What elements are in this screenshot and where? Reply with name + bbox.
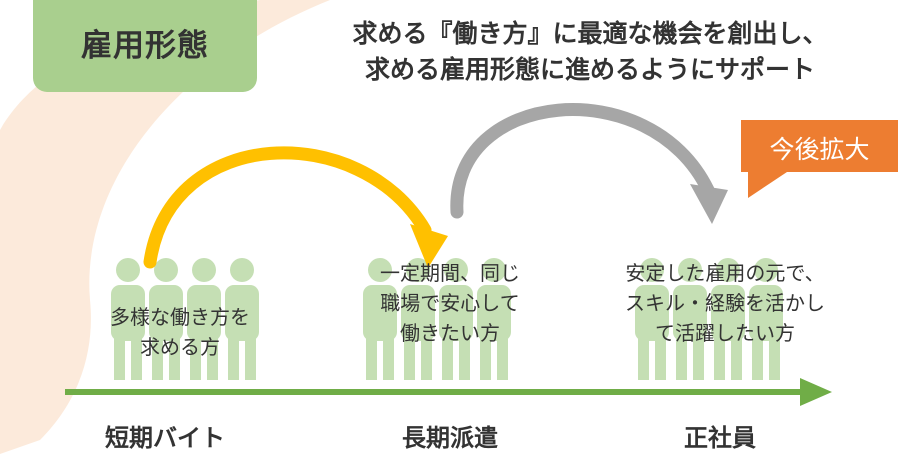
title-box <box>33 0 257 92</box>
person-icon <box>477 258 511 380</box>
arc-long-to-full-head <box>690 184 728 224</box>
description-full: 安定した雇用の元で、 スキル・経験を活かし て活躍したい方 <box>590 258 860 348</box>
person-icon <box>635 258 669 380</box>
category-short-term: 短期バイト <box>105 424 225 452</box>
arc-long-to-full <box>450 103 715 219</box>
description-long: 一定期間、同じ 職場で安心して 働きたい方 <box>340 258 560 348</box>
expansion-badge-tail <box>748 170 790 198</box>
person-icon <box>749 258 783 380</box>
person-icon <box>225 258 259 380</box>
description-line: 働きたい方 <box>400 321 500 345</box>
description-short: 多様な働き方を 求める方 <box>70 302 290 362</box>
person-icon <box>187 258 221 380</box>
person-icon <box>111 258 145 380</box>
person-icon <box>401 258 435 380</box>
person-icon <box>363 258 397 380</box>
person-icon <box>439 258 473 380</box>
person-icon <box>673 258 707 380</box>
description-line: 多様な働き方を <box>110 305 250 329</box>
expansion-badge <box>741 120 898 172</box>
category-full-time: 正社員 <box>684 424 756 452</box>
expansion-badge-label: 今後拡大 <box>769 135 870 164</box>
description-line: 求める方 <box>140 335 220 359</box>
description-line: 一定期間、同じ <box>380 261 520 285</box>
description-line: スキル・経験を活かし <box>625 291 825 315</box>
background-swoosh <box>0 0 330 454</box>
headline-line-2: 求める雇用形態に進めるようにサポート <box>364 55 815 84</box>
description-line: て活躍したい方 <box>655 321 795 345</box>
arc-short-to-long <box>143 146 432 269</box>
person-icon <box>149 258 183 380</box>
person-icon <box>711 258 745 380</box>
page-title: 雇用形態 <box>81 28 209 64</box>
category-long-term: 長期派遣 <box>402 424 498 452</box>
headline-line-1: 求める『働き方』に最適な機会を創出し、 <box>352 19 828 48</box>
people-group-full <box>635 258 783 380</box>
description-line: 安定した雇用の元で、 <box>625 261 825 285</box>
people-group-long <box>363 258 511 380</box>
description-line: 職場で安心して <box>380 291 520 315</box>
people-group-short <box>111 258 259 380</box>
timeline-arrow-head <box>800 378 832 406</box>
arc-short-to-long-head <box>410 224 448 268</box>
